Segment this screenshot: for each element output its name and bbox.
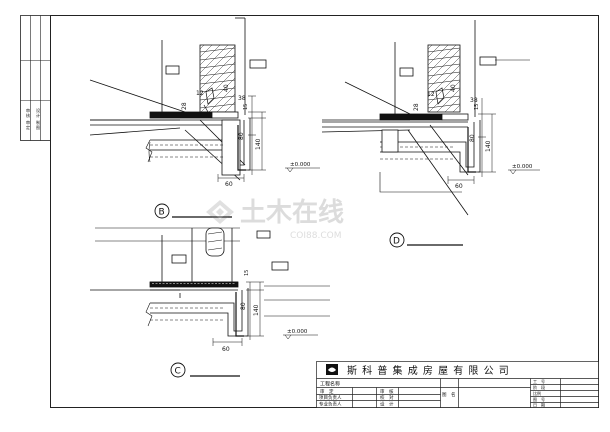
dim-label: 80 <box>240 302 247 310</box>
title-right-label: 比例 <box>533 390 541 396</box>
dim-label: 28 <box>181 102 188 110</box>
strip-label: 设 <box>36 107 40 113</box>
detail-d <box>321 20 540 216</box>
detail-c <box>90 227 330 346</box>
note-box <box>249 59 267 69</box>
dim-label: 15 <box>243 104 249 110</box>
dim-label: 38 <box>238 95 246 102</box>
strip-label: 审 <box>26 107 30 113</box>
note-box <box>171 254 187 264</box>
title-row-label: 专业负责人 <box>319 401 342 408</box>
dim-label: 28 <box>413 103 420 111</box>
strip-label: 制 <box>36 119 40 125</box>
dim-label: 15 <box>474 104 480 110</box>
dim-label: 140 <box>255 138 262 150</box>
watermark-logo-icon <box>206 200 234 224</box>
title-row-label: 审 定 <box>320 388 334 395</box>
note-box <box>271 261 289 271</box>
detail-d-dims: 40 15 12 28 38 80 140 60 ±0.000 <box>413 84 533 190</box>
strip-label: 计 <box>36 112 40 118</box>
dim-label: 15 <box>244 270 250 276</box>
strip-label: 审 <box>26 119 30 125</box>
dim-label: 60 <box>225 181 233 188</box>
watermark-brand: 土木在线 <box>240 198 344 228</box>
dim-label: 60 <box>455 183 463 190</box>
title-row-label: 项目负责人 <box>319 394 342 401</box>
company-name: 斯 科 普 集 成 房 屋 有 限 公 司 <box>347 364 510 377</box>
level-label: ±0.000 <box>290 162 311 168</box>
dim-label: 40 <box>450 84 457 92</box>
detail-b-dims: 40 15 12 28 38 80 140 60 ±0.000 <box>181 84 311 188</box>
dim-label: 40 <box>223 84 230 92</box>
dim-label: 12 <box>427 91 435 98</box>
detail-b-tag: B <box>154 203 232 219</box>
detail-b <box>89 17 320 182</box>
title-row-label: 设 计 <box>380 401 394 408</box>
brick-wall <box>427 44 461 113</box>
project-name-label: 工程名称 <box>320 381 340 388</box>
title-row-label: 审 核 <box>380 388 394 395</box>
level-label: ±0.000 <box>512 164 533 170</box>
watermark: 土木在线 COI88.COM <box>206 198 344 241</box>
dim-label: 80 <box>238 132 245 140</box>
drawing-name-label: 图 名 <box>442 391 456 398</box>
detail-d-tag: D <box>389 232 463 248</box>
title-block <box>316 361 599 408</box>
title-right-label: 图 号 <box>533 396 545 402</box>
note-box <box>399 67 414 77</box>
dim-label: 38 <box>470 97 478 104</box>
level-label: ±0.000 <box>287 329 308 335</box>
dim-label: 140 <box>485 140 492 152</box>
dim-label: 140 <box>253 304 260 316</box>
note-box <box>165 65 180 75</box>
note-box <box>479 56 497 66</box>
title-row-label: 校 对 <box>380 394 394 401</box>
dim-label: 80 <box>469 134 476 142</box>
dim-label: 60 <box>222 346 230 353</box>
detail-c-tag: C <box>170 362 240 378</box>
detail-c-dims: 15 80 140 60 ±0.000 <box>222 270 308 353</box>
wall-section <box>205 227 225 257</box>
brick-wall <box>199 44 236 113</box>
strip-label: 核 <box>26 112 30 118</box>
note-box <box>256 230 271 239</box>
detail-id: B <box>159 208 165 218</box>
detail-id: D <box>393 237 400 247</box>
left-signoff-strip: 审 核 审 定 设 计 制 图 <box>20 15 51 141</box>
company-logo-icon <box>326 364 338 375</box>
watermark-site: COI88.COM <box>290 231 341 241</box>
detail-id: C <box>175 367 181 377</box>
strip-label: 图 <box>36 124 40 130</box>
title-right-label: 阶 段 <box>533 384 545 390</box>
strip-label: 定 <box>26 124 30 130</box>
dim-label: 12 <box>196 90 204 97</box>
title-right-label: 工 号 <box>533 378 545 384</box>
title-right-label: 日 期 <box>533 402 545 408</box>
